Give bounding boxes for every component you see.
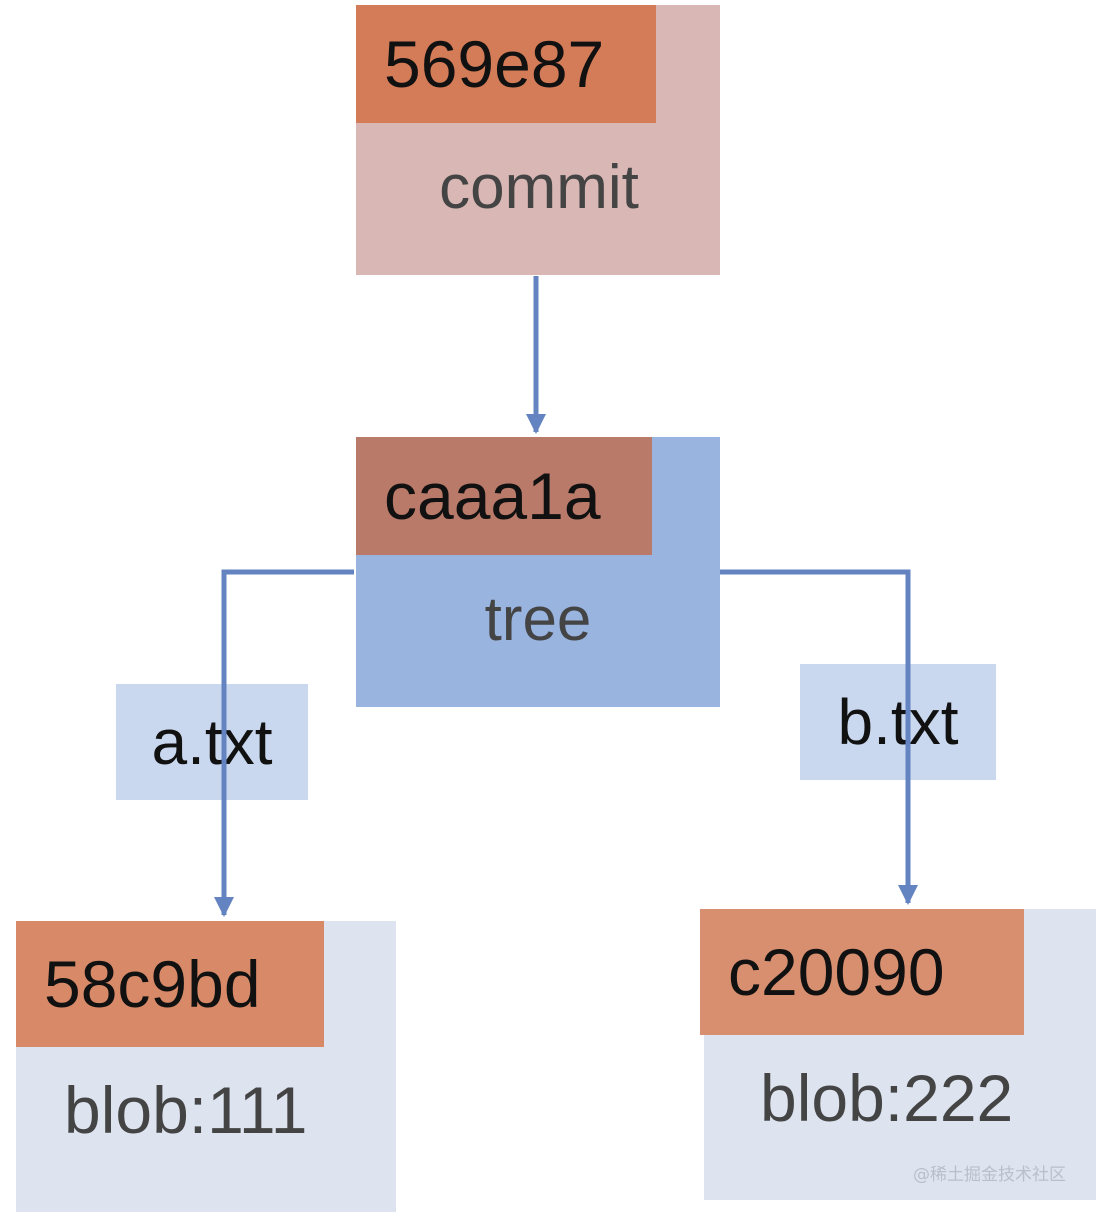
blob-b-hash: c20090 (700, 909, 1024, 1035)
blob-a-content: blob:111 (64, 1073, 308, 1147)
commit-hash: 569e87 (356, 5, 656, 123)
blob-b-content: blob:222 (760, 1061, 1014, 1135)
watermark: @稀土掘金技术社区 (913, 1165, 1066, 1185)
edge-label-b-txt: b.txt (800, 664, 996, 780)
tree-node: caaa1a tree (356, 437, 720, 707)
commit-type-label: commit (439, 153, 639, 222)
tree-hash: caaa1a (356, 437, 652, 555)
blob-b-node: c20090 blob:222 (700, 909, 1096, 1200)
edge-label-a-txt: a.txt (116, 684, 308, 800)
tree-type-label: tree (484, 585, 592, 654)
blob-a-hash: 58c9bd (16, 921, 324, 1047)
commit-node: 569e87 commit (356, 5, 720, 275)
blob-a-node: 58c9bd blob:111 (16, 921, 396, 1212)
